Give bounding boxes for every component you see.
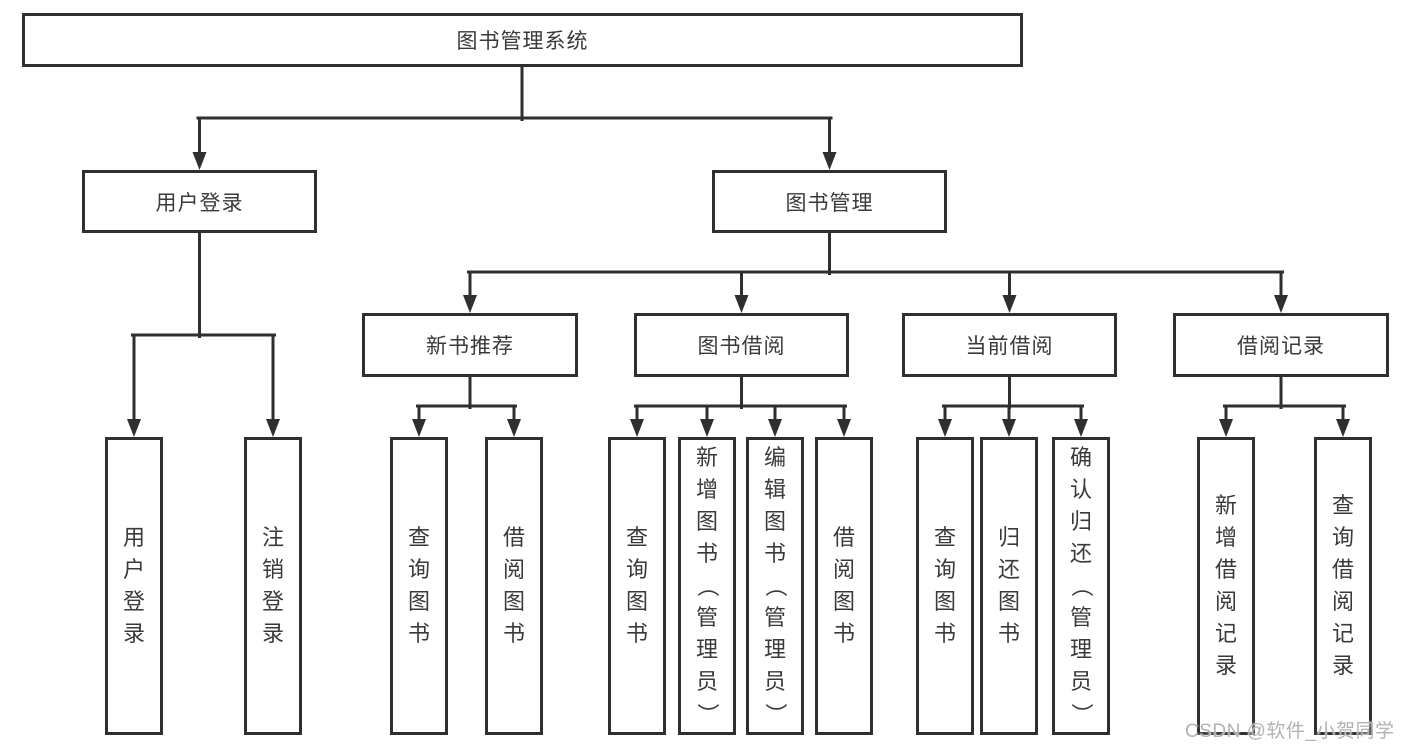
node-new-book-recommend: 新书推荐 (362, 313, 578, 377)
leaf-confirm-return-admin: 确认归还（管理员） (1052, 437, 1110, 735)
arrowhead-records (1274, 295, 1288, 313)
leaf-add-books-admin: 新增图书（管理员） (678, 437, 736, 735)
leaf-query-books-current: 查询图书 (916, 437, 974, 735)
leaf-query-borrow-record: 查询借阅记录 (1314, 437, 1372, 735)
leaf-add-borrow-record: 新增借阅记录 (1197, 437, 1255, 735)
arrowhead-book-mgmt (822, 152, 837, 170)
node-user-login: 用户登录 (82, 170, 317, 233)
arrowhead-borrowing (734, 295, 749, 313)
node-borrowing-records: 借阅记录 (1173, 313, 1389, 377)
arrowhead-leaf-login (127, 419, 141, 437)
leaf-borrow-books-recommend: 借阅图书 (485, 437, 543, 735)
node-book-borrowing: 图书借阅 (634, 313, 849, 377)
arrowhead-g4-2 (1002, 419, 1016, 437)
leaf-user-login: 用户登录 (105, 437, 163, 735)
arrowhead-g5-2 (1336, 419, 1350, 437)
leaf-logout: 注销登录 (244, 437, 302, 735)
csdn-watermark: CSDN @软件_小贺同学 (1185, 721, 1395, 742)
arrowhead-g4-3 (1074, 419, 1088, 437)
arrowhead-g2-2 (507, 419, 521, 437)
arrowhead-new-books (463, 295, 477, 313)
leaf-query-books-recommend: 查询图书 (390, 437, 448, 735)
arrowhead-g4-1 (938, 419, 952, 437)
arrowhead-g3-1 (630, 419, 644, 437)
leaf-query-books-borrowing: 查询图书 (608, 437, 666, 735)
arrowhead-user-login (192, 152, 207, 170)
leaf-return-books: 归还图书 (980, 437, 1038, 735)
arrowhead-g3-3 (768, 419, 782, 437)
node-root-library-system: 图书管理系统 (22, 13, 1023, 67)
arrowhead-current (1002, 295, 1017, 313)
arrowhead-g3-2 (700, 419, 714, 437)
leaf-edit-books-admin: 编辑图书（管理员） (746, 437, 804, 735)
arrowhead-leaf-logout (266, 419, 280, 437)
arrowhead-g5-1 (1219, 419, 1233, 437)
leaf-borrow-books: 借阅图书 (815, 437, 873, 735)
arrowhead-g2-1 (412, 419, 426, 437)
node-book-management: 图书管理 (712, 170, 947, 233)
node-current-borrowing: 当前借阅 (902, 313, 1117, 377)
arrowhead-g3-4 (837, 419, 851, 437)
